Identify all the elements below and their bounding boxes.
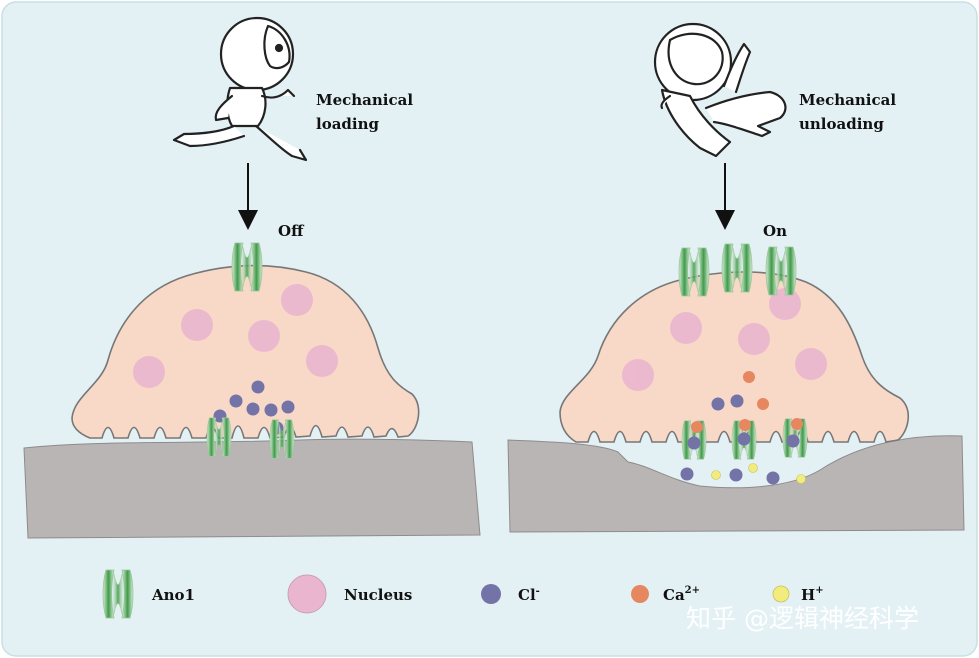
floating-figure: [653, 22, 787, 158]
nucleus: [795, 348, 827, 380]
calcium-ion: [743, 371, 755, 383]
watermark-text: 知乎 @逻辑神经科学: [686, 604, 919, 633]
left-cell: [71, 264, 420, 439]
pit-ions: [680, 463, 806, 485]
chloride-ion: [730, 394, 744, 408]
calcium-ion: [791, 418, 803, 430]
proton: [748, 463, 758, 473]
right-channel-ions: [687, 418, 803, 450]
legend-ano1-label: Ano1: [151, 586, 195, 604]
calcium-ion: [691, 421, 703, 433]
chloride-ion: [251, 380, 265, 394]
legend-nucleus-swatch: [287, 574, 327, 614]
right-state-label: On: [763, 222, 787, 240]
legend-chloride-label: Cl-: [518, 586, 540, 604]
legend: Ano1 Nucleus Cl- Ca2+ H+: [102, 569, 824, 619]
nucleus: [281, 284, 313, 316]
chloride-ion: [281, 400, 295, 414]
chloride-ion: [680, 467, 694, 481]
legend-proton-swatch: [772, 585, 790, 603]
left-state-label: Off: [278, 222, 305, 240]
chloride-ion: [737, 432, 751, 446]
chloride-ion: [264, 403, 278, 417]
chloride-ion: [246, 402, 260, 416]
right-caption-line1: Mechanical: [799, 91, 896, 109]
left-panel: Mechanical loading Off: [23, 16, 481, 539]
nucleus: [670, 312, 702, 344]
left-bone: [23, 438, 481, 539]
right-panel: Mechanical unloading On: [507, 22, 965, 533]
right-nuclei: [622, 288, 827, 391]
legend-calcium-swatch: [631, 585, 649, 603]
calcium-ion: [757, 398, 769, 410]
nucleus: [622, 359, 654, 391]
legend-proton-label: H+: [801, 585, 824, 604]
nucleus: [306, 345, 338, 377]
chloride-ion: [229, 394, 243, 408]
nucleus: [248, 320, 280, 352]
nucleus: [738, 323, 770, 355]
nucleus: [769, 288, 801, 320]
nucleus: [181, 309, 213, 341]
chloride-ion: [711, 397, 725, 411]
proton: [711, 470, 721, 480]
running-figure: [172, 16, 308, 162]
legend-chloride-swatch: [481, 584, 501, 604]
calcium-ion: [739, 419, 751, 431]
nucleus: [133, 356, 165, 388]
legend-nucleus-label: Nucleus: [344, 586, 412, 604]
left-caption-line1: Mechanical: [316, 91, 413, 109]
left-caption-line2: loading: [316, 115, 380, 133]
chloride-ion: [729, 468, 743, 482]
right-cell-ions: [711, 371, 769, 411]
chloride-ion: [786, 434, 800, 448]
legend-calcium-label: Ca2+: [663, 585, 700, 604]
chloride-ion: [687, 436, 701, 450]
proton: [796, 474, 806, 484]
chloride-ion: [766, 471, 780, 485]
right-caption-line2: unloading: [799, 115, 884, 133]
left-nuclei: [133, 284, 338, 388]
